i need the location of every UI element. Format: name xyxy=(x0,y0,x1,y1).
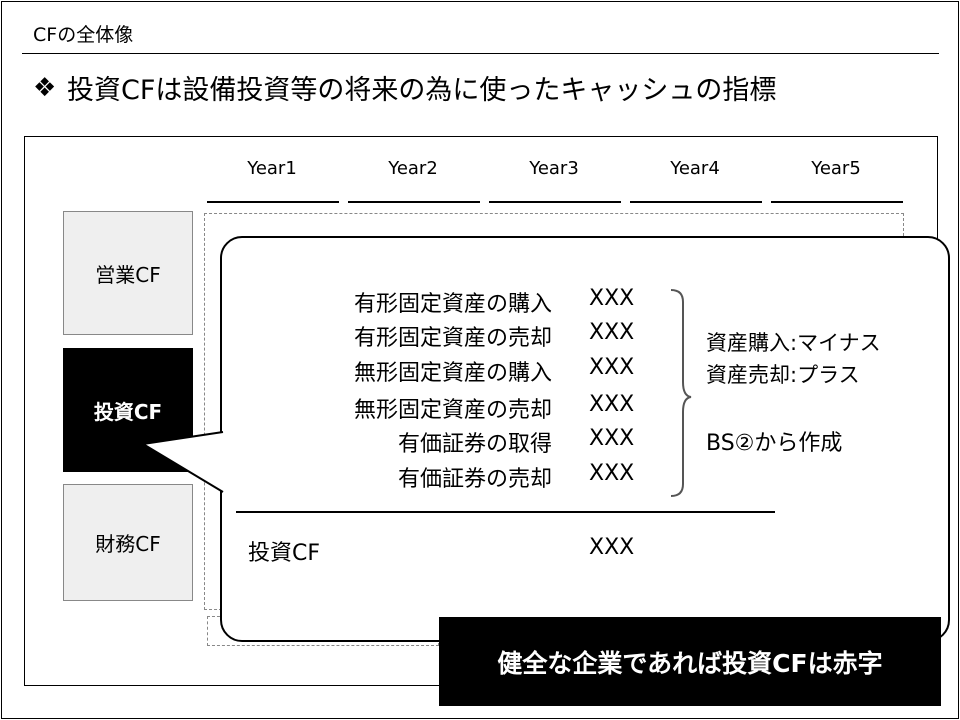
year-underline-1 xyxy=(207,201,339,203)
year-underline-5 xyxy=(771,201,903,203)
year-header-1: Year1 xyxy=(247,158,297,179)
year-underline-3 xyxy=(489,201,621,203)
year-header-3: Year3 xyxy=(529,158,579,179)
item-label-1: 有形固定資産の購入 xyxy=(353,292,552,317)
year-underline-2 xyxy=(348,201,480,203)
headline-text: 投資CFは設備投資等の将来の為に使ったキャッシュの指標 xyxy=(67,75,777,106)
operating-cf-box: 営業CF xyxy=(63,211,193,335)
item-value-2: XXX xyxy=(589,320,635,345)
year-header-4: Year4 xyxy=(670,158,720,179)
item-label-2: 有形固定資産の売却 xyxy=(353,326,552,351)
item-value-1: XXX xyxy=(589,286,635,311)
item-value-6: XXX xyxy=(589,461,635,486)
diamond-bullet-icon: ❖ xyxy=(33,72,57,103)
callout-pointer-outline xyxy=(140,431,224,493)
item-value-5: XXX xyxy=(589,426,635,451)
financing-cf-box: 財務CF xyxy=(63,484,193,601)
item-value-4: XXX xyxy=(589,392,635,417)
item-label-4: 無形固定資産の売却 xyxy=(353,398,552,423)
conclusion-banner: 健全な企業であれば投資CFは赤字 xyxy=(439,617,941,706)
item-value-3: XXX xyxy=(589,355,635,380)
item-label-5: 有価証券の取得 xyxy=(397,432,552,457)
year-header-5: Year5 xyxy=(811,158,861,179)
headline: ❖ 投資CFは設備投資等の将来の為に使ったキャッシュの指標 xyxy=(33,68,776,107)
curly-brace-icon xyxy=(670,289,692,497)
section-title: CFの全体像 xyxy=(33,24,134,46)
item-label-3: 無形固定資産の購入 xyxy=(353,361,552,386)
total-value: XXX xyxy=(589,535,635,560)
item-label-6: 有価証券の売却 xyxy=(397,467,552,492)
note-source: BS②から作成 xyxy=(706,431,843,456)
investing-cf-callout xyxy=(220,236,950,642)
year-header-2: Year2 xyxy=(388,158,438,179)
total-divider xyxy=(236,511,775,513)
note-sale: 資産売却:プラス xyxy=(706,363,860,387)
title-divider xyxy=(22,53,939,54)
total-label: 投資CF xyxy=(248,541,321,566)
callout-pointer xyxy=(143,432,223,492)
note-purchase: 資産購入:マイナス xyxy=(706,331,881,355)
year-underline-4 xyxy=(630,201,762,203)
